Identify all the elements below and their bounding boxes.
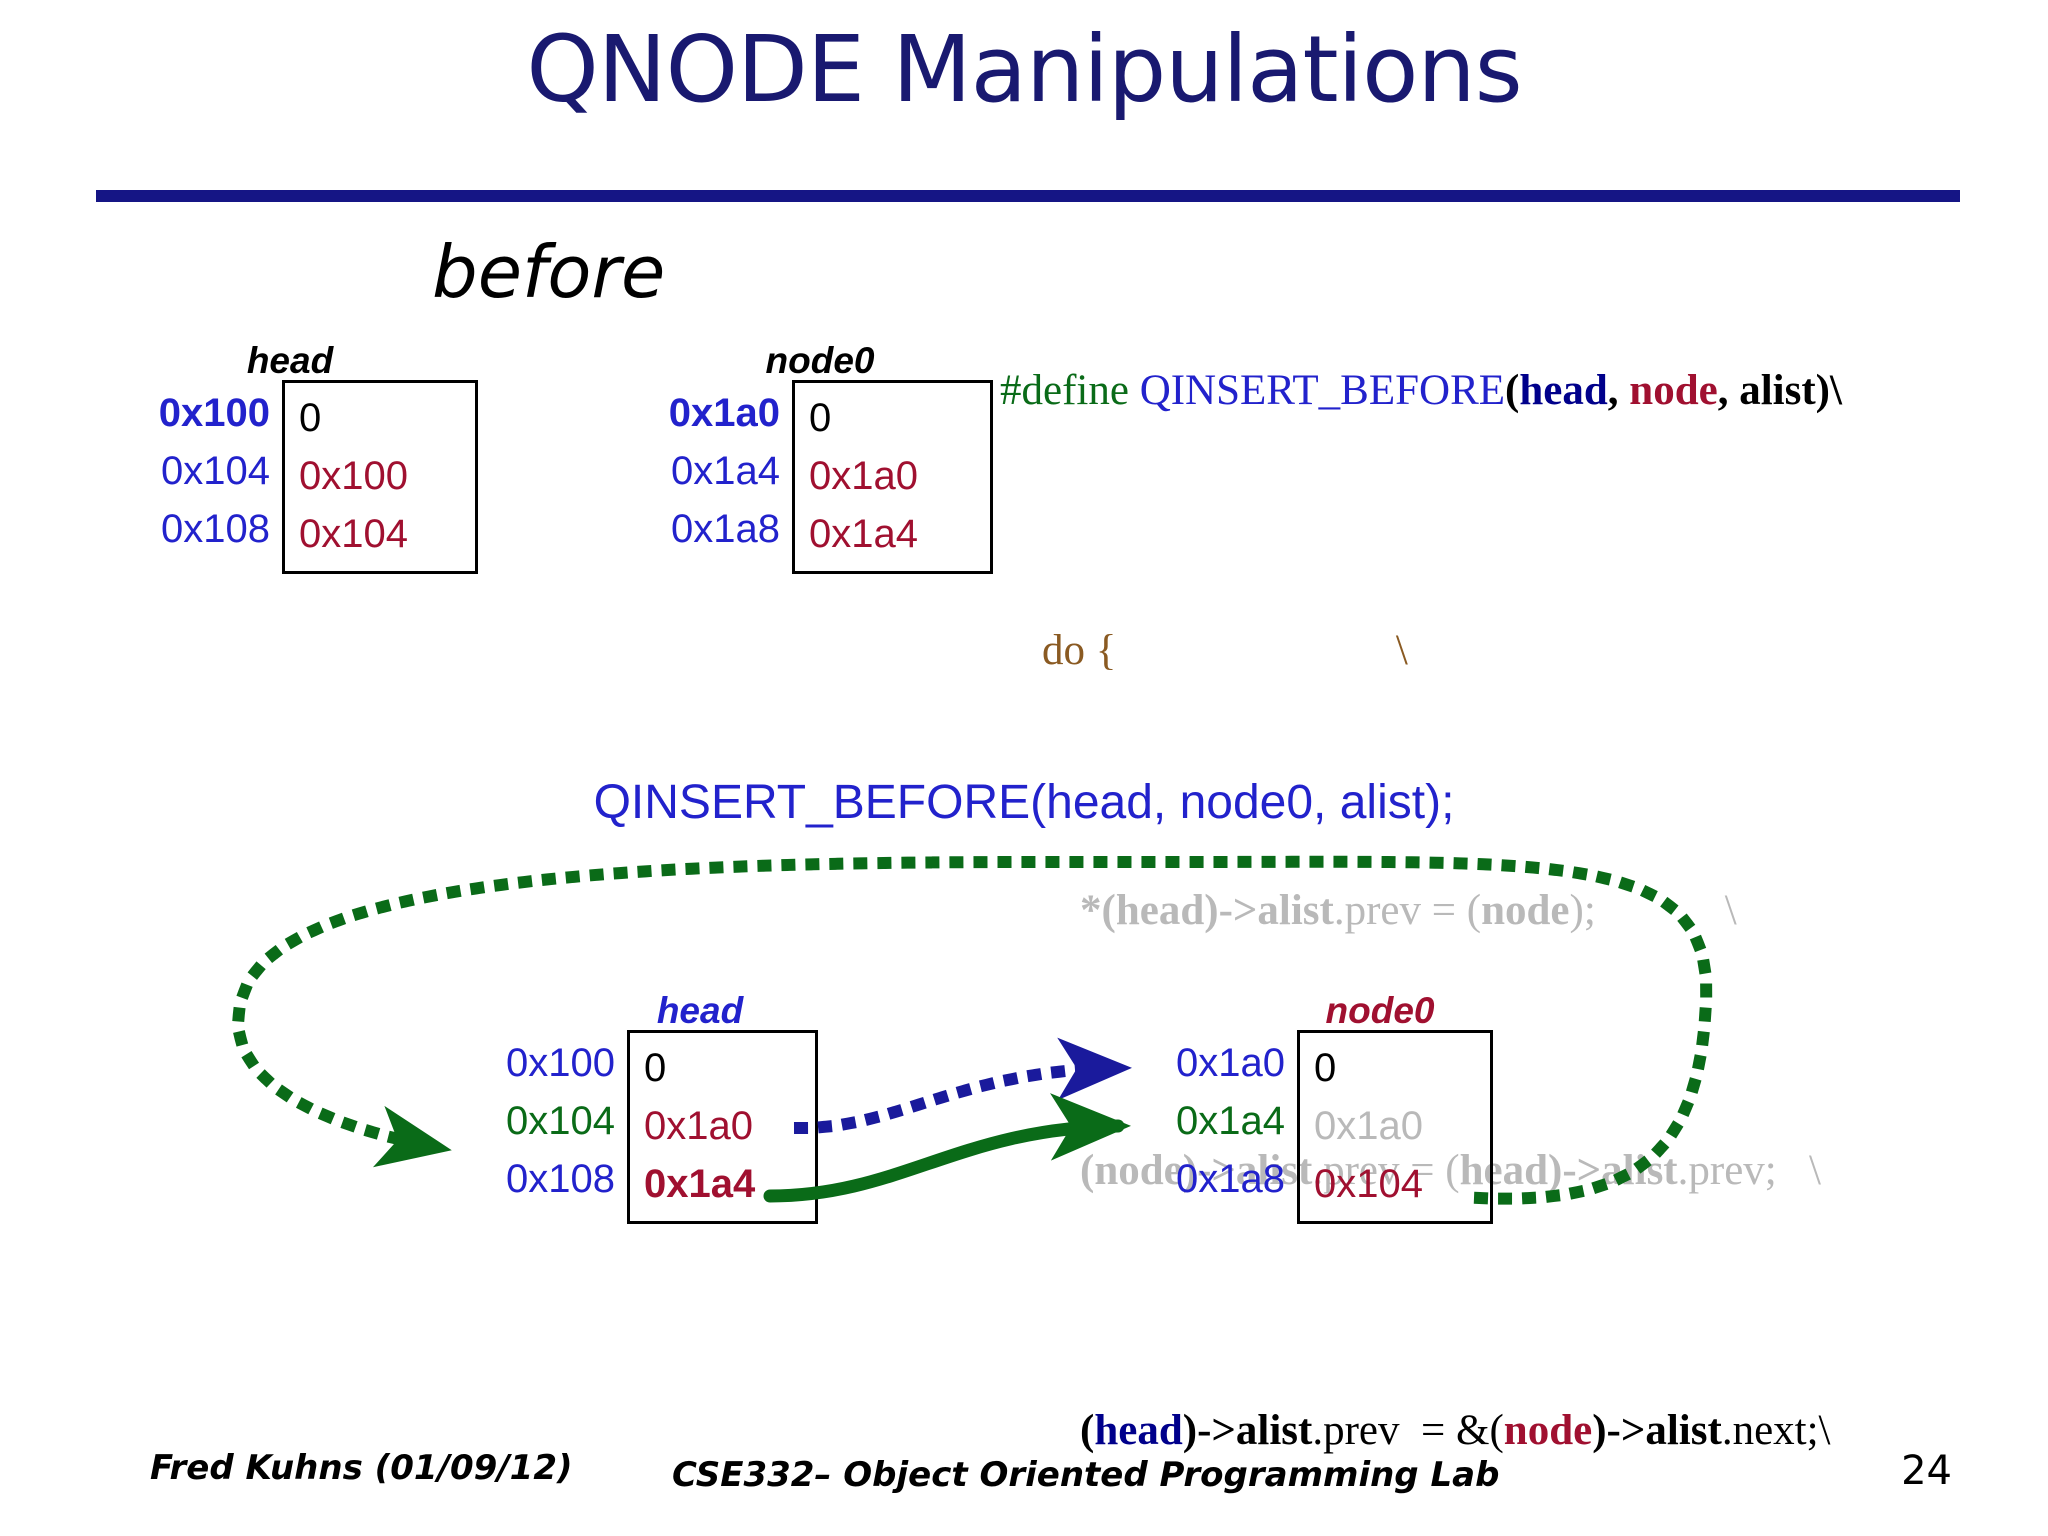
before-head-label: head xyxy=(246,340,334,381)
after-head-label: head xyxy=(656,990,744,1031)
before-head-rows: 0x100 0x104 0x108 0 0x100 0x104 xyxy=(100,380,478,574)
value-cell: 0x100 xyxy=(299,454,408,498)
l1-c: .prev = ( xyxy=(1333,887,1482,934)
param-node: node xyxy=(1629,367,1718,414)
l3-alist2: alist xyxy=(1645,1407,1722,1454)
l1-a: *( xyxy=(1080,887,1116,934)
comma-2: , xyxy=(1717,367,1740,414)
after-node0-value-column: 0 0x1a0 0x104 xyxy=(1297,1030,1493,1224)
l1-pad xyxy=(1596,887,1725,934)
after-node0-label: node0 xyxy=(1325,990,1435,1031)
l2-backslash: \ xyxy=(1808,1147,1821,1194)
code-line-1: *(head)->alist.prev = (node); \ xyxy=(1000,878,1842,943)
macro-name: QINSERT_BEFORE xyxy=(1139,367,1506,414)
address-cell: 0x100 xyxy=(158,391,270,435)
address-cell: 0x1a4 xyxy=(671,449,780,493)
define-keyword: #define xyxy=(1000,367,1129,414)
address-cell: 0x100 xyxy=(506,1041,615,1085)
before-node0-label: node0 xyxy=(765,340,875,381)
address-cell: 0x104 xyxy=(161,449,270,493)
comma-1: , xyxy=(1607,367,1630,414)
value-cell: 0 xyxy=(299,396,322,440)
l2-a: ( xyxy=(1080,1147,1095,1194)
address-cell: 0x1a0 xyxy=(668,391,780,435)
value-cell: 0x104 xyxy=(299,512,408,556)
param-alist: alist xyxy=(1739,367,1816,414)
address-cell: 0x1a8 xyxy=(671,507,780,551)
footer-page-number: 24 xyxy=(1901,1448,1952,1494)
before-node0-value-column: 0 0x1a0 0x1a4 xyxy=(792,380,993,574)
value-cell-changed: 0x1a4 xyxy=(644,1162,756,1206)
l3-head: head xyxy=(1094,1407,1183,1454)
l2-alist2: alist xyxy=(1601,1147,1678,1194)
macro-code-block: #define QINSERT_BEFORE(head, node, alist… xyxy=(1000,228,1842,1536)
l3-c: .prev = &( xyxy=(1312,1407,1504,1454)
l1-head: head xyxy=(1115,887,1205,934)
continuation-backslash: \ xyxy=(1395,627,1408,674)
value-cell: 0 xyxy=(809,396,832,440)
value-cell-changed: 0x104 xyxy=(1314,1162,1423,1206)
value-cell: 0x1a4 xyxy=(809,512,918,556)
after-head-value-column: 0 0x1a0 0x1a4 xyxy=(627,1030,818,1224)
after-head-rows: 0x100 0x104 0x108 0 0x1a0 0x1a4 xyxy=(450,1030,818,1224)
address-cell: 0x1a8 xyxy=(1176,1157,1285,1201)
before-node0-rows: 0x1a0 0x1a4 0x1a8 0 0x1a0 0x1a4 xyxy=(600,380,993,574)
page-title: QNODE Manipulations xyxy=(526,16,1522,123)
l3-d: )-> xyxy=(1592,1407,1646,1454)
l1-alist: alist xyxy=(1257,887,1334,934)
l3-b: )-> xyxy=(1182,1407,1236,1454)
open-paren: ( xyxy=(1505,367,1520,414)
before-head-address-column: 0x100 0x104 0x108 xyxy=(100,380,282,574)
l2-pad xyxy=(1777,1147,1809,1194)
l1-node: node xyxy=(1481,887,1570,934)
l2-e: .prev; xyxy=(1677,1147,1777,1194)
l3-a: ( xyxy=(1080,1407,1095,1454)
l2-d: )-> xyxy=(1548,1147,1602,1194)
after-head-address-column: 0x100 0x104 0x108 xyxy=(450,1030,627,1224)
code-line-define: #define QINSERT_BEFORE(head, node, alist… xyxy=(1000,358,1842,423)
l1-backslash: \ xyxy=(1724,887,1737,934)
l3-alist: alist xyxy=(1235,1407,1313,1454)
before-head-value-column: 0 0x100 0x104 xyxy=(282,380,478,574)
code-space xyxy=(1129,367,1140,414)
l3-e: .next;\ xyxy=(1721,1407,1831,1454)
value-cell: 0x1a0 xyxy=(644,1104,753,1148)
title-divider xyxy=(96,190,1960,202)
address-cell: 0x1a0 xyxy=(1176,1041,1285,1085)
do-pad xyxy=(1116,627,1396,674)
before-label: before xyxy=(432,230,666,314)
after-node0-rows: 0x1a0 0x1a4 0x1a8 0 0x1a0 0x104 xyxy=(1120,1030,1493,1224)
value-cell: 0 xyxy=(644,1046,667,1090)
value-cell: 0 xyxy=(1314,1046,1337,1090)
code-line-3-active: (head)->alist.prev = &(node)->alist.next… xyxy=(1000,1398,1842,1463)
before-node0-address-column: 0x1a0 0x1a4 0x1a8 xyxy=(600,380,792,574)
l1-d: ); xyxy=(1569,887,1596,934)
address-cell-highlight: 0x104 xyxy=(506,1099,615,1143)
address-cell: 0x108 xyxy=(161,507,270,551)
do-open: do { xyxy=(1042,627,1117,674)
value-cell: 0x1a0 xyxy=(809,454,918,498)
address-cell: 0x108 xyxy=(506,1157,615,1201)
close-paren: )\ xyxy=(1815,367,1842,414)
after-node0-address-column: 0x1a0 0x1a4 0x1a8 xyxy=(1120,1030,1297,1224)
footer-author: Fred Kuhns (01/09/12) xyxy=(150,1448,573,1488)
invocation-caption: QINSERT_BEFORE(head, node0, alist); xyxy=(593,776,1455,829)
code-line-do: do { \ xyxy=(1000,618,1842,683)
l1-b: )-> xyxy=(1204,887,1258,934)
l3-node: node xyxy=(1503,1407,1593,1454)
param-head: head xyxy=(1519,367,1608,414)
footer-course: CSE332– Object Oriented Programming Lab xyxy=(672,1455,1500,1495)
value-cell-faded: 0x1a0 xyxy=(1314,1104,1423,1148)
address-cell-highlight: 0x1a4 xyxy=(1176,1099,1285,1143)
